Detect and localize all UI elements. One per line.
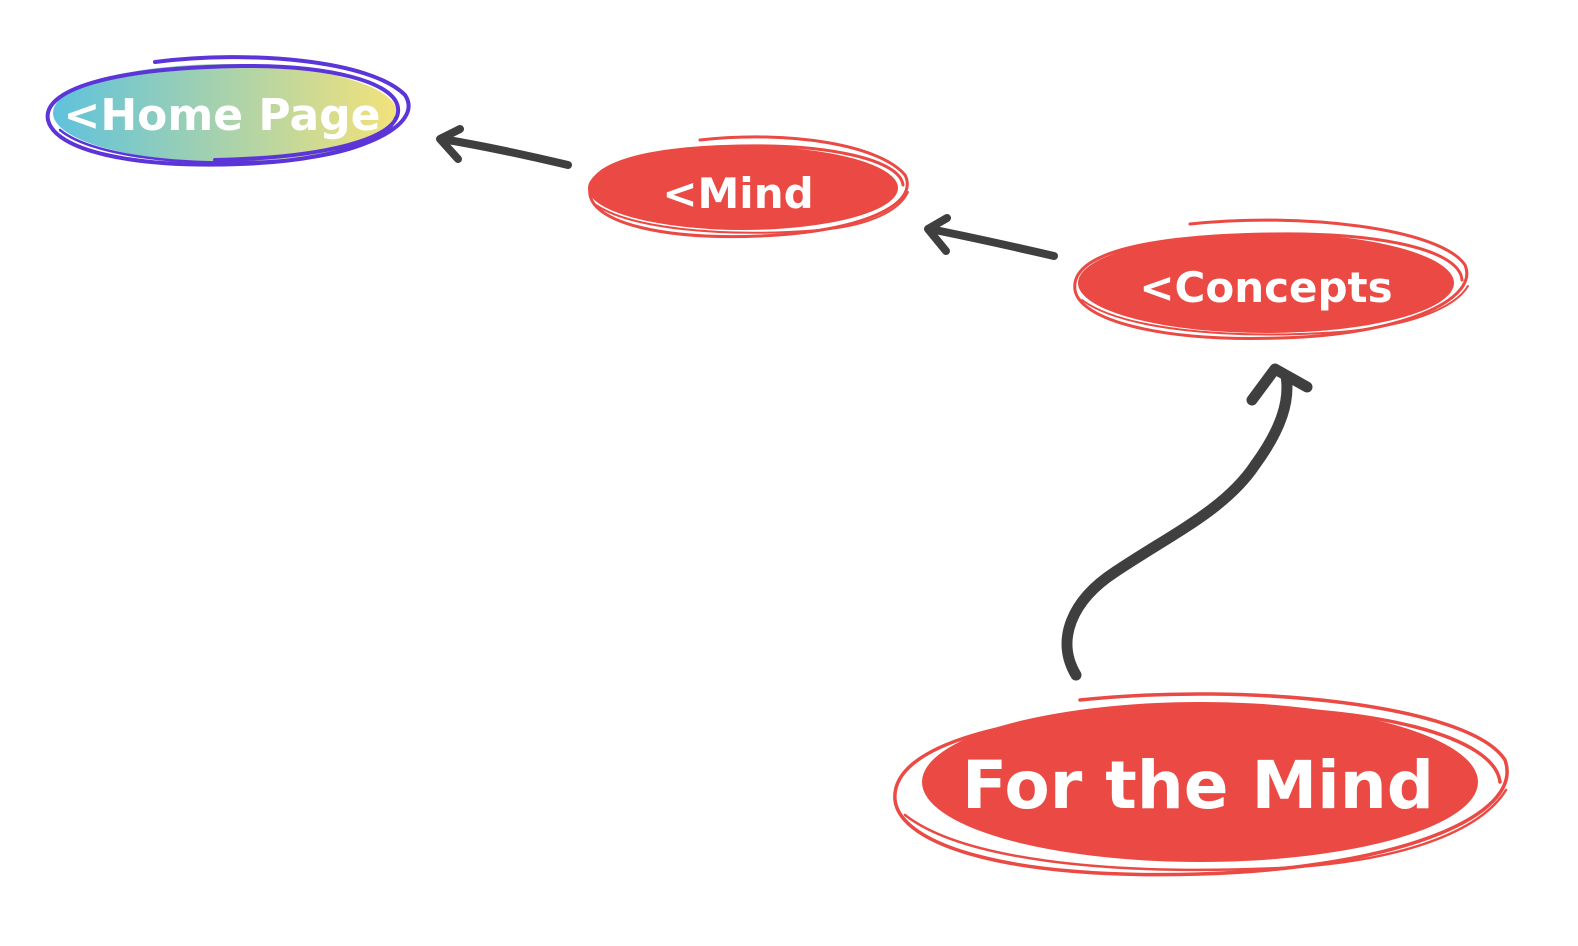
mind-label: <Mind: [662, 169, 813, 218]
mind-scribble: [588, 135, 909, 239]
arrow-for-the-mind-to-concepts: [1061, 363, 1313, 681]
for-the-mind-ellipse: [922, 702, 1478, 862]
arrow-mind-to-home: [436, 125, 572, 169]
node-concepts[interactable]: <Concepts: [1073, 218, 1469, 340]
concepts-label: <Concepts: [1139, 263, 1392, 312]
mind-ellipse: [588, 146, 898, 230]
node-for-the-mind[interactable]: For the Mind: [893, 692, 1509, 877]
home-page-scribble: [45, 55, 411, 167]
concepts-ellipse: [1078, 233, 1454, 333]
node-mind[interactable]: <Mind: [588, 135, 909, 239]
home-page-ellipse: [53, 64, 397, 162]
for-the-mind-scribble: [893, 692, 1509, 877]
for-the-mind-label: For the Mind: [962, 747, 1434, 824]
arrow-concepts-to-mind: [924, 214, 1058, 260]
node-home-page[interactable]: <Home Page: [45, 55, 411, 167]
home-page-label: <Home Page: [63, 90, 380, 141]
concepts-scribble: [1073, 218, 1469, 340]
